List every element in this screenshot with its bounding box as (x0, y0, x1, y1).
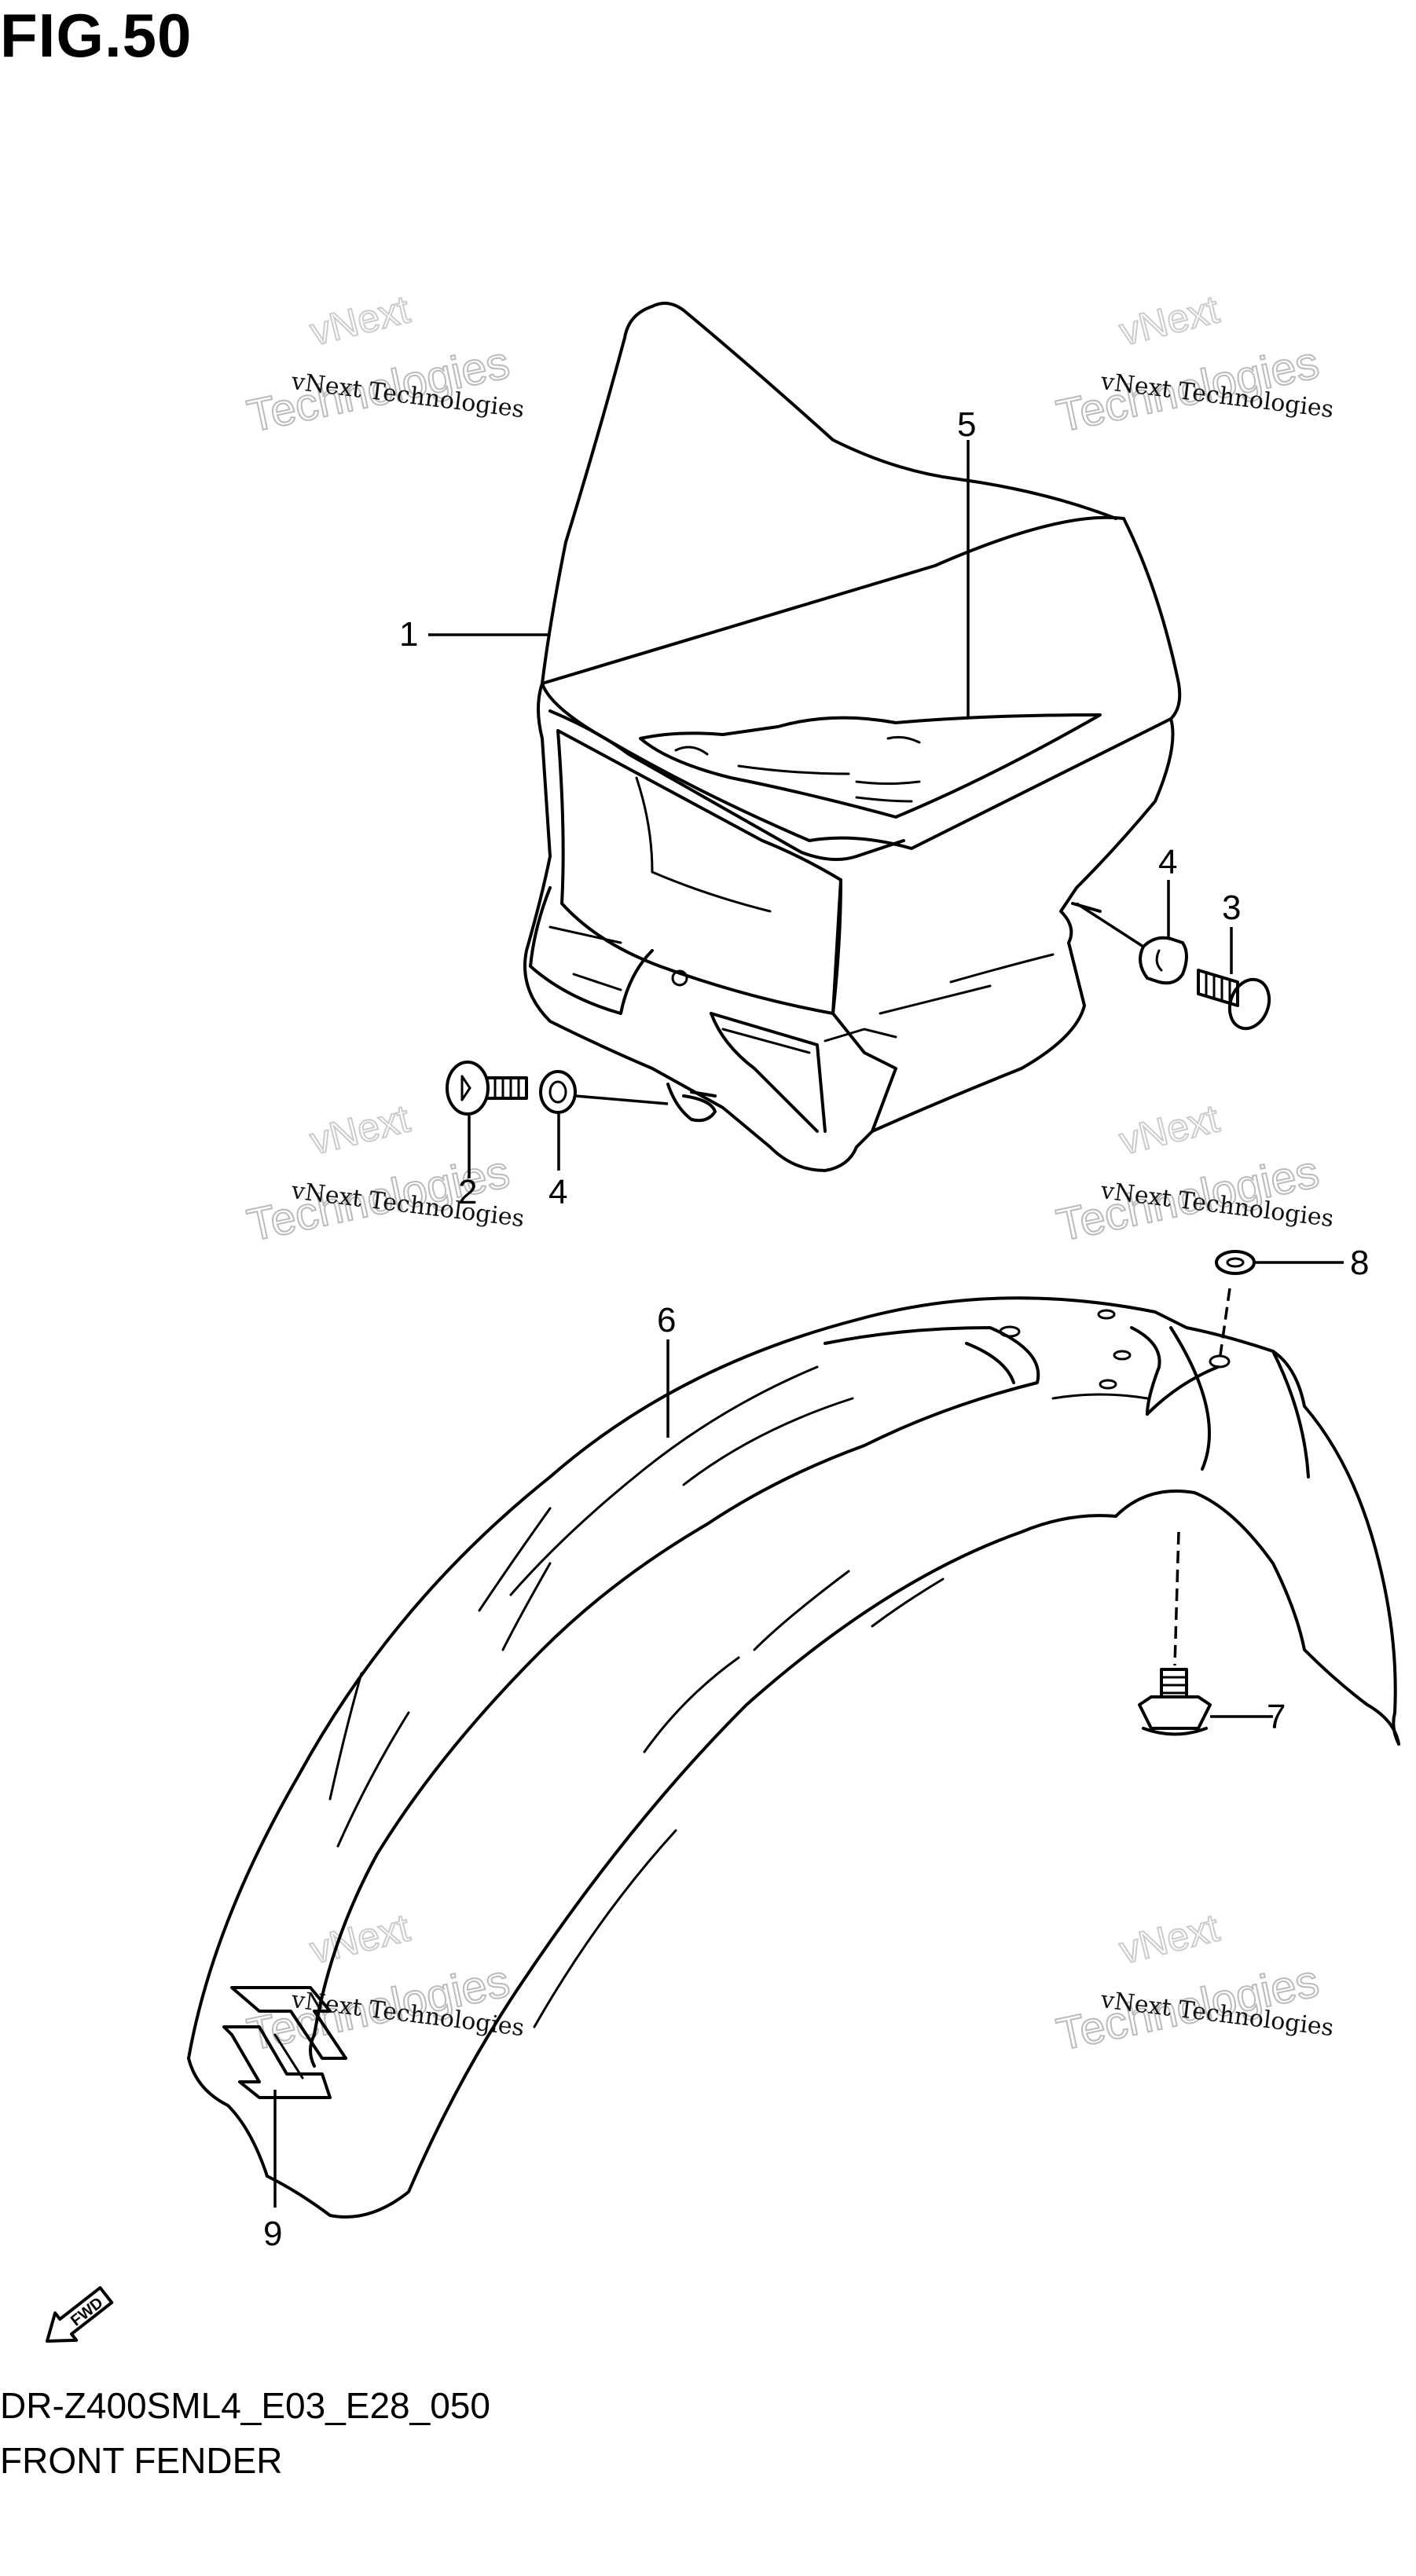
callout-6: 6 (657, 1301, 676, 1339)
callout-8: 8 (1350, 1244, 1369, 1282)
collar-right (1076, 902, 1188, 985)
callout-4-right: 4 (1158, 843, 1177, 881)
bolt-left (446, 1061, 528, 1116)
bolt-bottom (1138, 1531, 1273, 1736)
callout-5: 5 (957, 405, 976, 444)
watermark-mid-left: vNext Technologies vNext Technologies (242, 1095, 526, 1251)
svg-text:vNext: vNext (1115, 1905, 1223, 1972)
watermark-top-right: vNext Technologies vNext Technologies (1051, 286, 1335, 442)
callout-7: 7 (1267, 1698, 1286, 1736)
svg-text:vNext: vNext (1115, 1096, 1223, 1163)
collar-left (539, 1070, 669, 1114)
washer (1215, 1250, 1344, 1356)
svg-text:vNext: vNext (306, 1905, 414, 1972)
callout-1: 1 (399, 615, 418, 654)
callout-2: 2 (458, 1173, 477, 1211)
headlight-cowl (523, 302, 1182, 1172)
front-fender (187, 1296, 1400, 2219)
svg-text:vNext: vNext (1115, 287, 1223, 354)
bolt-right (1197, 969, 1271, 1031)
svg-text:vNext: vNext (306, 1096, 414, 1163)
callout-4-left: 4 (548, 1173, 567, 1211)
svg-text:vNext: vNext (306, 287, 414, 354)
diagram-code: DR-Z400SML4_E03_E28_050 (0, 2385, 490, 2426)
callout-9: 9 (263, 2215, 282, 2253)
s-emblem (222, 1986, 347, 2208)
watermark-mid-right: vNext Technologies vNext Technologies (1051, 1095, 1335, 1251)
watermark-bottom-right: vNext Technologies vNext Technologies (1051, 1904, 1335, 2061)
watermark-bottom-left: vNext Technologies vNext Technologies (242, 1904, 526, 2061)
diagram-name: FRONT FENDER (0, 2440, 283, 2481)
figure-title: FIG.50 (0, 1, 193, 70)
watermark-top-left: vNext Technologies vNext Technologies (242, 286, 526, 442)
cowl-decal (639, 713, 1102, 819)
callout-3: 3 (1222, 889, 1241, 927)
fwd-arrow-icon: FWD (46, 2286, 114, 2343)
